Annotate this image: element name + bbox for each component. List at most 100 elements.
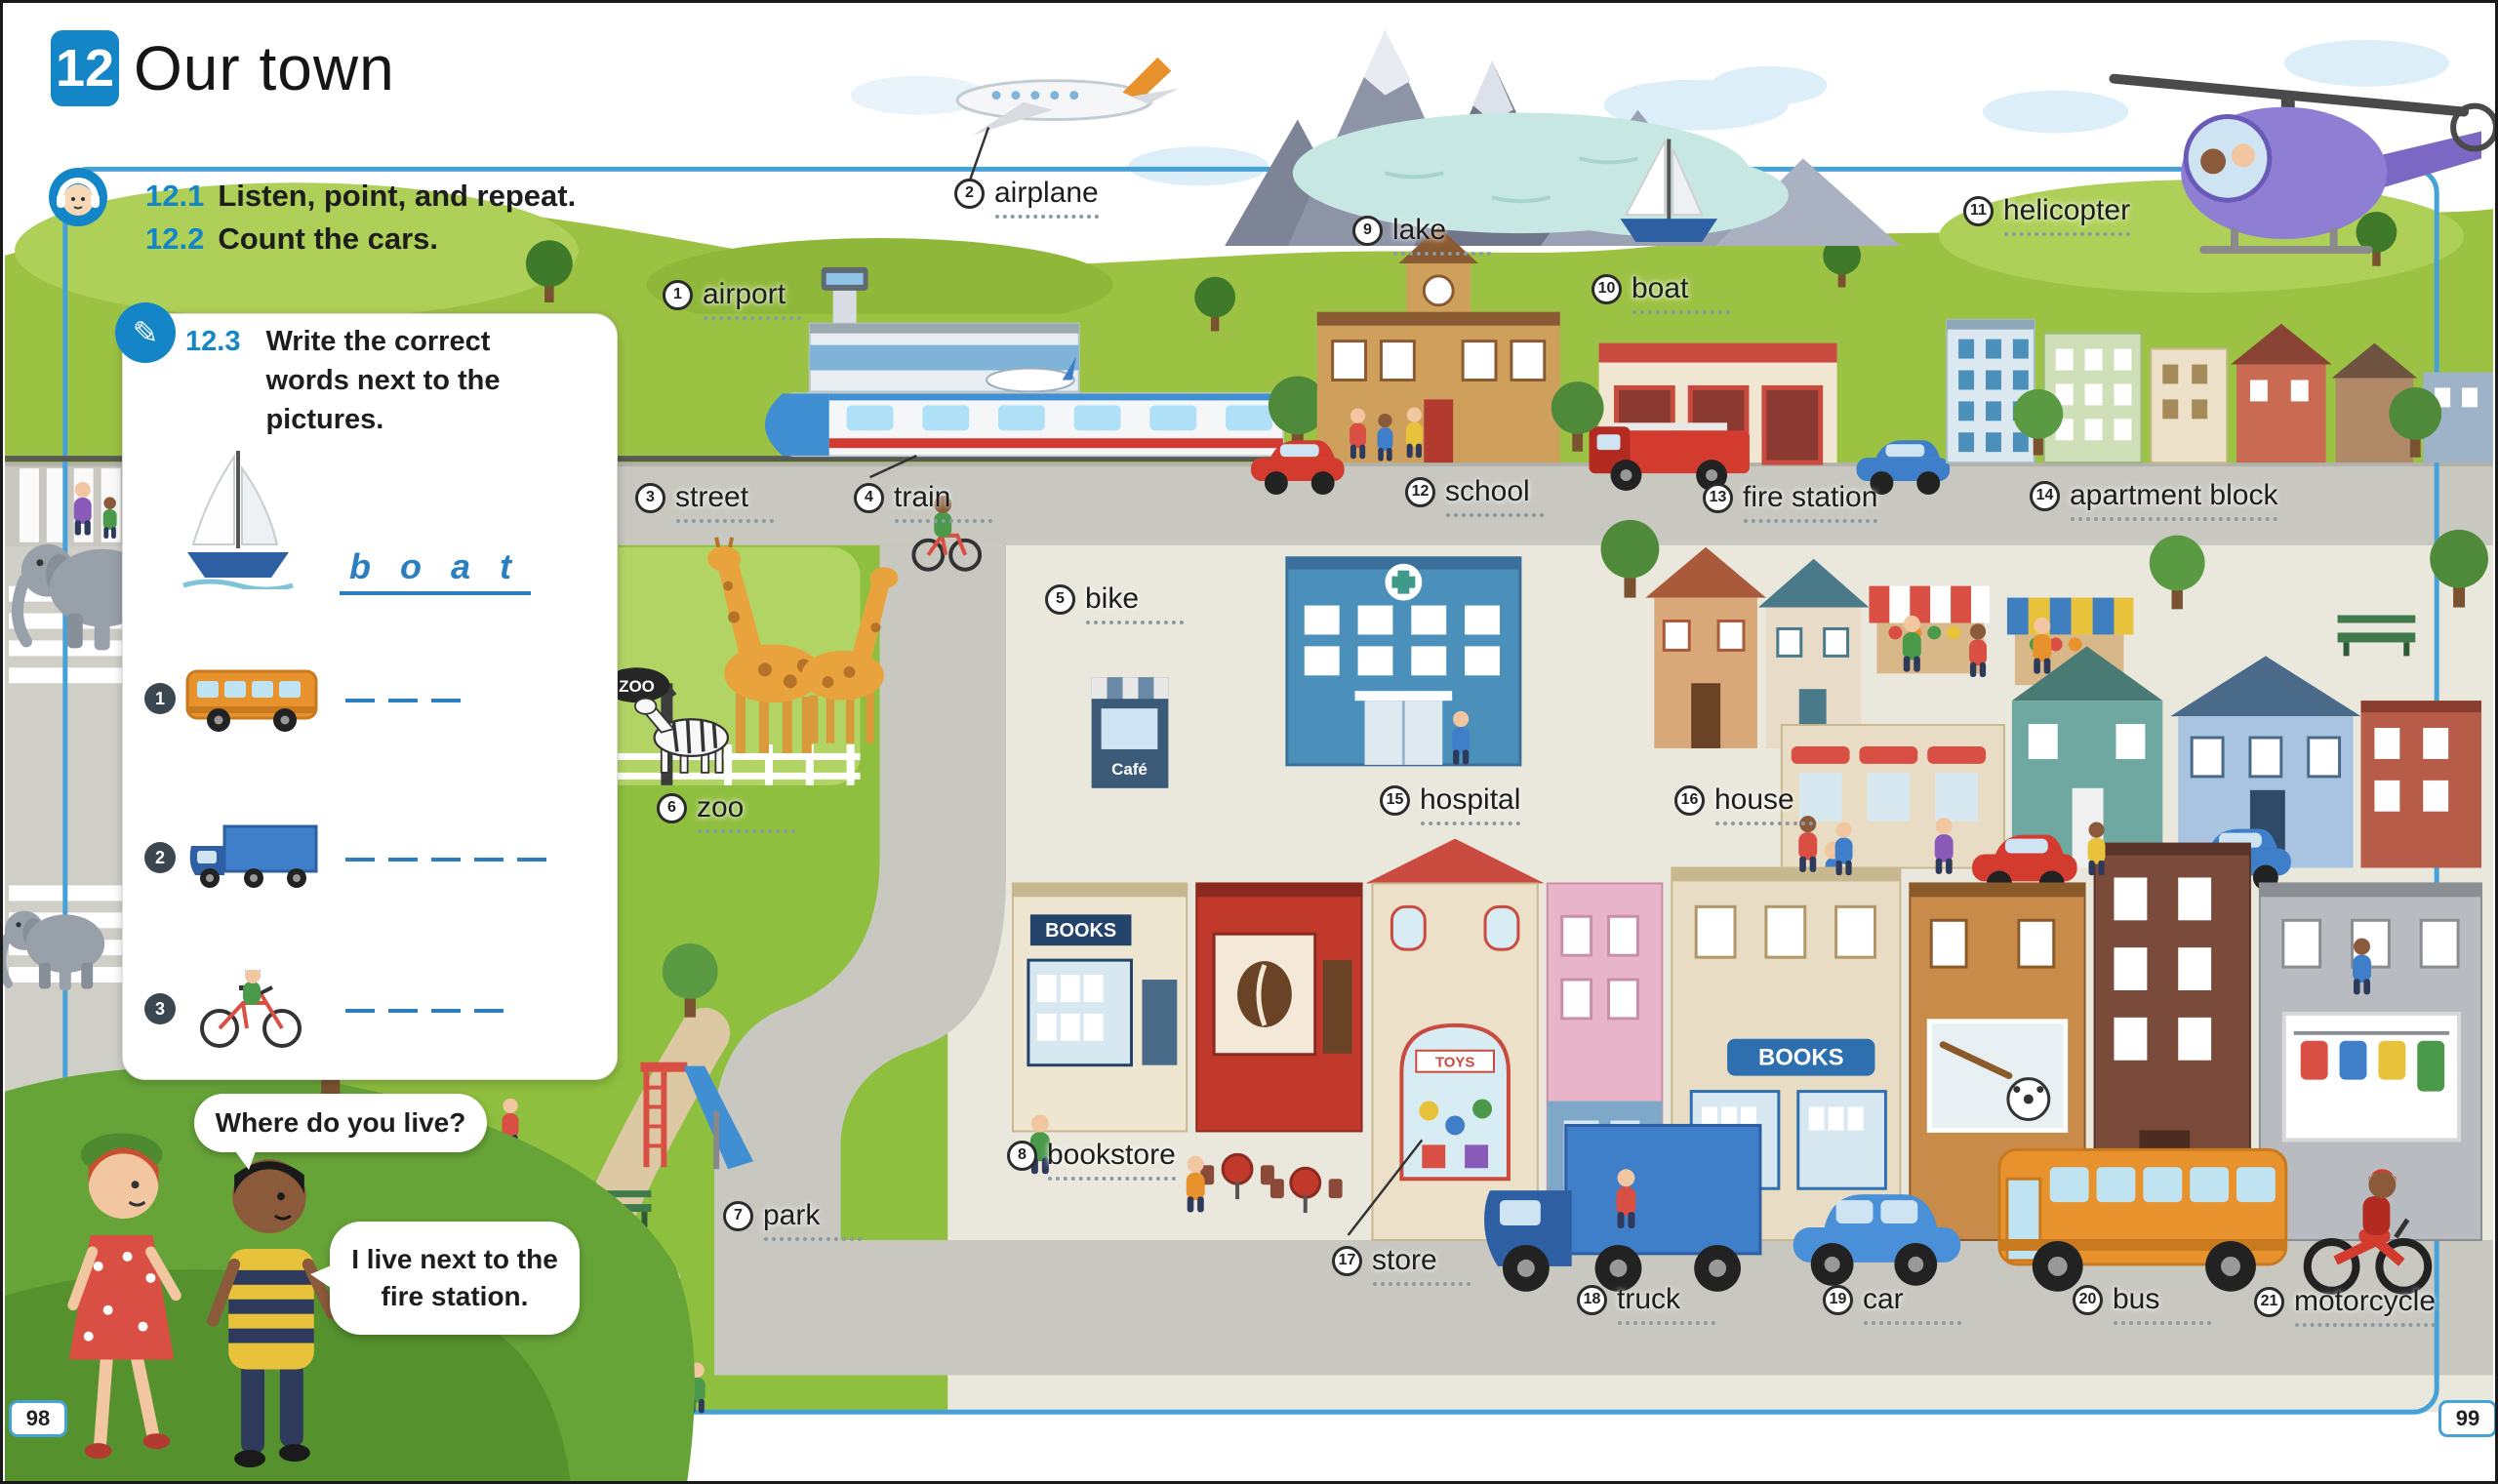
answer-line[interactable] [704,316,801,320]
answer-line[interactable] [1421,822,1521,825]
label-number: 15 [1380,784,1410,816]
toy-store-sign: TOYS [1435,1055,1474,1071]
red-car-2 [1972,834,2077,897]
sailboat-icon [182,451,294,589]
label-word: hospital [1420,783,1521,816]
speech-text: Where do you live? [215,1107,466,1138]
answer-line[interactable] [1744,519,1878,523]
clouds [850,39,2450,186]
exercise-text: Count the cars. [218,221,438,256]
label-number: 19 [1823,1284,1853,1315]
bike-rider [911,496,983,572]
girl-character [67,1147,181,1460]
bike-icon [200,970,302,1048]
answer-line[interactable] [2295,1323,2437,1327]
house-building [1600,519,1870,748]
answer-line[interactable] [1715,822,1813,825]
label-lake: 9 lake [1352,214,1491,256]
answer-line[interactable] [1048,1177,1176,1181]
speech-text: I live next to the fire station. [351,1244,558,1311]
page-number-right: 99 [2438,1400,2495,1437]
label-word: zoo [697,791,745,823]
label-number: 9 [1352,215,1383,246]
label-number: 11 [1963,195,1994,226]
playground-slide [640,1062,754,1170]
label-word: lake [1392,214,1447,246]
answer-line[interactable] [1373,1282,1471,1286]
label-number: 16 [1674,784,1705,816]
label-number: 4 [854,482,884,513]
awning-shops [1780,724,2005,869]
answer-line[interactable] [676,519,774,523]
answer-line[interactable] [2004,232,2131,236]
bus-vehicle [1997,1147,2288,1292]
label-number: 21 [2254,1286,2284,1317]
page-title: Our town [134,33,395,103]
answer-line[interactable] [1393,252,1491,256]
town-buildings-right [1551,323,2493,464]
train-icon [5,392,1288,462]
answer-line[interactable] [1086,621,1184,624]
worksheet-item: 3 [123,968,617,1056]
exercise-number: 12.1 [145,179,205,213]
truck-icon [189,824,318,888]
label-word: airport [703,278,786,310]
label-number: 18 [1577,1284,1607,1315]
answer-line[interactable] [764,1237,862,1241]
answer-line[interactable] [1632,310,1730,314]
speech-bubble-question: Where do you live? [194,1094,487,1170]
label-number: 6 [657,792,687,823]
apartment-block-building [1946,318,2035,464]
brick-house [2360,701,2481,868]
bench [2337,615,2416,657]
blue-car [1856,440,1951,496]
answer-blanks[interactable] [345,987,517,1018]
example-answer[interactable]: b o a t [340,546,531,595]
cafe-tables [1200,1152,1343,1214]
label-number: 12 [1405,476,1435,507]
zoo-sign: ZOO [619,677,655,696]
answer-blanks[interactable] [345,677,474,707]
answer-line[interactable] [2114,1321,2211,1325]
label-number: 13 [1703,482,1733,513]
sailboat [1620,139,1718,243]
bookstore-sign: BOOKS [1045,920,1116,942]
giraffe [707,537,822,753]
motorcycle-vehicle [2303,1169,2433,1295]
label-word: street [675,481,749,513]
answer-line[interactable] [2071,517,2278,521]
item-number: 2 [144,842,176,873]
label-word: truck [1617,1283,1681,1315]
answer-line[interactable] [1864,1321,1961,1325]
answer-line[interactable] [698,829,795,833]
label-hospital: 15 hospital [1380,783,1521,825]
label-word: bike [1085,582,1140,615]
label-number: 2 [954,178,985,209]
exercise-text: Write the correct words next to the pict… [265,326,501,435]
giraffe-2 [801,567,899,743]
helicopter-icon [2109,73,2495,254]
answer-line[interactable] [1618,1321,1715,1325]
answer-blanks[interactable] [345,836,560,866]
label-number: 17 [1332,1245,1362,1276]
answer-line[interactable] [1446,513,1544,517]
worksheet-item: 1 [123,658,617,745]
coffee-shop [1195,882,1363,1133]
answer-line[interactable] [895,519,992,523]
answer-line[interactable] [995,215,1099,219]
